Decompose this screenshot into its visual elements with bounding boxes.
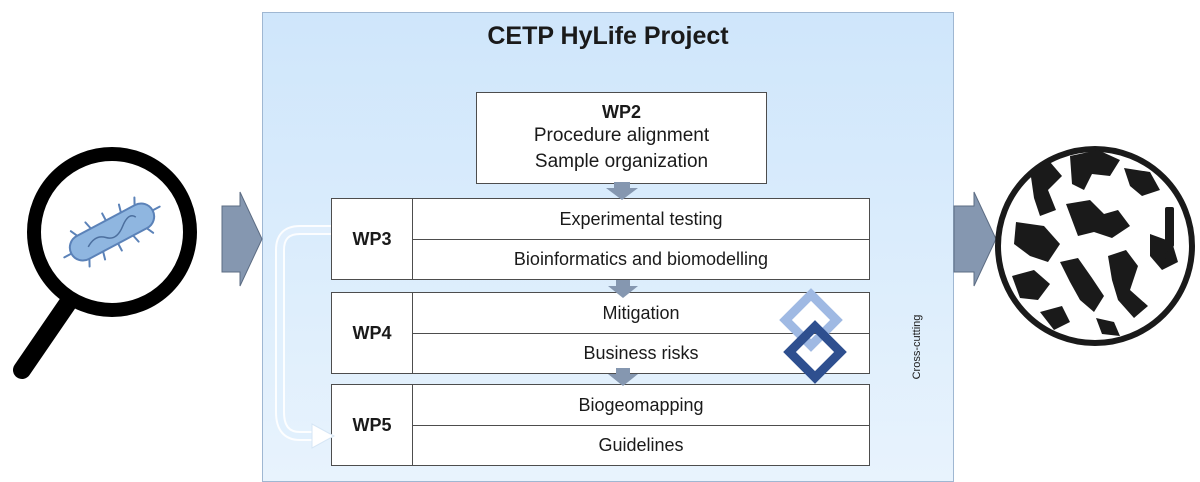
wp3-task-experimental: Experimental testing [412,198,870,240]
wp4-label: WP4 [331,292,413,374]
output-arrow [953,191,997,287]
wp3-task-bioinformatics: Bioinformatics and biomodelling [412,239,870,280]
input-arrow [221,191,263,287]
bacterium-icon [63,196,161,268]
project-title: CETP HyLife Project [487,22,729,50]
wp2-line-sample: Sample organization [534,151,709,172]
feedback-arrow-head [311,423,336,449]
europe-map-alert-icon [995,146,1195,346]
wp2-title: WP2 [601,102,641,122]
magnifier-bacterium-icon [13,147,197,379]
wp5-task-guidelines: Guidelines [412,425,870,466]
wp5-task-biogeomapping: Biogeomapping [412,384,870,426]
down-arrow-wp4-wp5 [608,368,638,386]
feedback-arrow [275,225,331,441]
down-arrow-wp3-wp4 [608,280,638,298]
wp2-line-procedure: Procedure alignment [533,125,710,146]
down-arrow-wp2-wp3 [606,182,638,200]
cross-cutting-diamonds-icon [779,288,847,384]
